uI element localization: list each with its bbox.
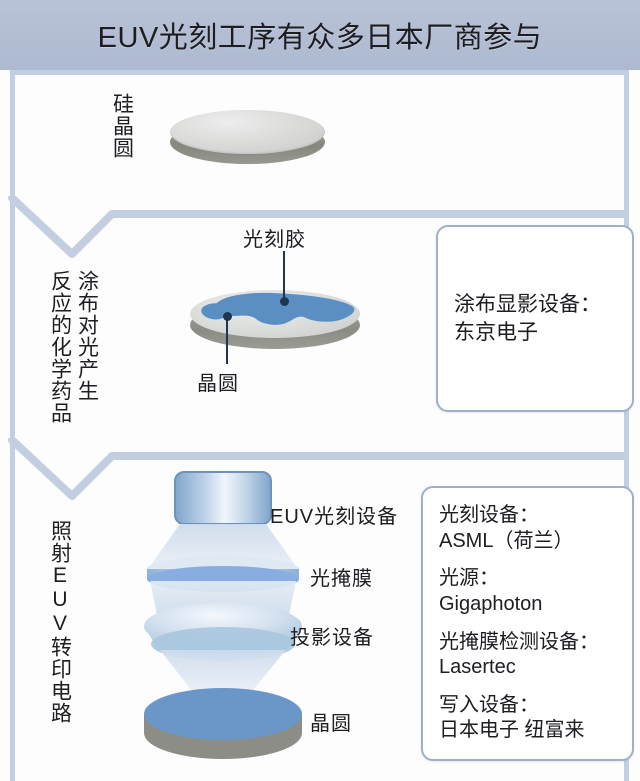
vendor-group-source: 光源： Gigaphoton: [439, 566, 616, 617]
resist-wafer-illustration: [190, 290, 360, 354]
section-coating: 涂布对光产生 反应的化学药品 光刻胶: [15, 215, 634, 430]
label-wafer: 晶圆: [310, 713, 352, 735]
leader-dot-wafer: [223, 312, 232, 321]
light-source-vendor: Gigaphoton: [439, 592, 543, 615]
info-box-coating[interactable]: 涂布显影设备： 东京电子: [436, 225, 634, 412]
leader-line-photoresist: [283, 251, 285, 301]
page-header: EUV光刻工序有众多日本厂商参与: [0, 0, 640, 70]
vendor-group-writer: 写入设备： 日本电子 纽富来: [439, 693, 616, 744]
frame-left-line: [10, 70, 15, 781]
label-photomask: 光掩膜: [310, 568, 373, 590]
label-euv-exposure: 照射EUV转印电路: [48, 520, 72, 724]
mask-inspection-vendor: Lasertec: [439, 656, 516, 679]
coating-equipment-vendor: 东京电子: [454, 320, 538, 344]
light-source-title: 光源：: [439, 567, 499, 590]
label-coating-left: 反应的化学药品: [48, 270, 72, 424]
leader-line-wafer: [226, 316, 228, 364]
frame-right-line: [624, 70, 629, 781]
litho-equipment-vendor: ASML（荷兰）: [439, 529, 574, 552]
leader-dot-photoresist: [280, 297, 289, 306]
mask-inspection-title: 光掩膜检测设备：: [439, 630, 599, 653]
callout-label-wafer: 晶圆: [197, 373, 239, 395]
info-box-euv-vendors[interactable]: 光刻设备： ASML（荷兰） 光源： Gigaphoton 光掩膜检测设备： L…: [421, 486, 634, 761]
label-euv-lithography-equipment: EUV光刻设备: [270, 506, 399, 528]
silicon-wafer-illustration: [170, 110, 325, 168]
vendor-group-litho: 光刻设备： ASML（荷兰）: [439, 503, 616, 554]
photoresist-blob: [201, 292, 355, 325]
litho-equipment-title: 光刻设备：: [439, 504, 539, 527]
vendor-group-mask-inspection: 光掩膜检测设备： Lasertec: [439, 630, 616, 681]
coating-equipment-title: 涂布显影设备：: [454, 293, 601, 317]
section-euv-exposure: 照射EUV转印电路: [15, 458, 634, 776]
writer-equipment-vendor: 日本电子 纽富来: [439, 719, 585, 742]
chevron-divider-1: [0, 196, 640, 268]
wafer-surface: [170, 110, 325, 154]
label-silicon-wafer: 硅晶圆: [110, 93, 134, 159]
page-title: EUV光刻工序有众多日本厂商参与: [97, 22, 543, 54]
label-coating-right: 涂布对光产生: [75, 270, 99, 402]
callout-label-photoresist: 光刻胶: [243, 229, 306, 251]
chevron-divider-2: [0, 438, 640, 510]
section-silicon-wafer: 硅晶圆: [15, 75, 624, 210]
writer-equipment-title: 写入设备：: [439, 693, 539, 716]
label-projection-equipment: 投影设备: [290, 627, 374, 649]
frame-top-line: [10, 70, 629, 75]
diagram-canvas: 硅晶圆 涂布对光产生 反应的化学药品: [0, 70, 640, 781]
euv-optics-illustration: [130, 468, 315, 763]
